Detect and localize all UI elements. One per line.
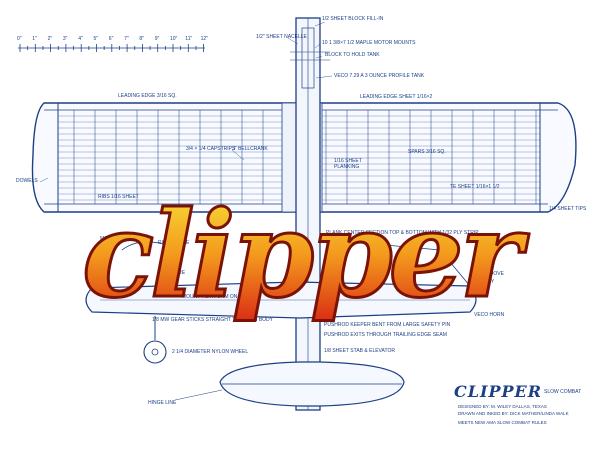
label-sheet-tips: 1/4 SHEET TIPS <box>549 206 587 212</box>
label-hinge: HINGE LINE <box>148 400 177 406</box>
label-bellcrank: 3" BELLCRANK <box>232 146 268 152</box>
label-leading-edge-right: LEADING EDGE SHEET 1/16×2 <box>360 94 433 100</box>
scale-number: 6" <box>108 36 114 42</box>
scale-number: 7" <box>124 36 129 42</box>
leader-lines <box>39 21 333 183</box>
scale-number: 12" <box>200 36 208 42</box>
label-veco-horn: VECO HORN <box>474 312 505 318</box>
label-leading-edge-left: LEADING EDGE 3/16 SQ. <box>118 93 177 99</box>
label-stab: 1/8 SHEET STAB & ELEVATOR <box>324 348 395 354</box>
label-ribs: RIBS 1/16 SHEET <box>98 194 139 200</box>
label-gear: 1/8 MW GEAR STICKS STRAIGHT THROUGH BODY <box>152 317 273 323</box>
scale-number: 9" <box>154 36 160 42</box>
label-rib-out: RIB OUTLINE <box>158 240 190 246</box>
label-dowels: DOWELS <box>16 178 38 184</box>
scale-number: 0" <box>17 36 22 42</box>
plan-title: CLIPPER <box>454 382 543 401</box>
plan-subtitle: SLOW COMBAT <box>544 389 582 395</box>
drawn-line: DRAWN AND INKED BY: DICK MATHER/LINDA WA… <box>458 411 569 416</box>
scale-number: 2" <box>47 36 53 42</box>
label-veco-tank: VECO 7.29 A 3 OUNCE PROFILE TANK <box>334 73 425 79</box>
scale-number: 8" <box>139 36 144 42</box>
label-capstrips: 3/4 × 1/4 CAPSTRIPS <box>186 146 236 152</box>
label-keeper: PUSHROD KEEPER BENT FROM LARGE SAFETY PI… <box>324 322 451 328</box>
scale-number: 11" <box>185 36 193 42</box>
landing-gear <box>143 316 167 364</box>
scale-number: 5" <box>93 36 99 42</box>
label-mount: MOUNT <box>100 236 119 242</box>
scale-number: 10" <box>170 36 178 42</box>
scale-number: 3" <box>62 36 68 42</box>
scale-ruler <box>18 44 205 52</box>
label-pushrod-exits: PUSHROD EXITS THROUGH TRAILING EDGE SEAM <box>324 332 447 338</box>
label-maple-mounts: 10 1 3/8×7 1/2 MAPLE MOTOR MOUNTS <box>322 40 416 46</box>
label-block-tank: BLOCK TO HOLD TANK <box>325 52 380 58</box>
side-profile <box>85 239 477 319</box>
stabilizer <box>174 361 405 407</box>
label-groove: GROOVE <box>482 271 504 277</box>
label-plank-center: PLANK CENTER SECTION TOP & BOTTOM WITH 1… <box>326 230 479 236</box>
scale-number: 4" <box>78 36 83 42</box>
label-body: BODY <box>480 279 495 285</box>
title-block: CLIPPER SLOW COMBAT DESIGNED BY: M. WILE… <box>452 382 598 446</box>
label-square: SQUARE <box>164 270 186 276</box>
fuselage <box>290 17 330 411</box>
label-spars: SPARS 3/16 SQ. <box>408 149 446 155</box>
label-nacelle: 1/2" SHEET NACELLE <box>256 34 307 40</box>
label-half-sheet-block: 1/2 SHEET BLOCK FILL-IN <box>322 16 384 22</box>
rules-line: MEETS NEW AMA SLOW COMBAT RULES <box>458 420 547 425</box>
label-te-sheet: TE SHEET 1/16×1 1/2 <box>450 184 500 190</box>
label-planking: 1/16 SHEET PLANKING <box>334 158 362 170</box>
label-wheel: 2 1/4 DIAMETER NYLON WHEEL <box>172 349 249 355</box>
designer-line: DESIGNED BY: M. WILEY DALLAS, TEXAS <box>458 404 547 409</box>
label-mount-platform: MOUNT PLATFORM ON 3/4" <box>182 294 248 300</box>
scale-number: 1" <box>32 36 37 42</box>
